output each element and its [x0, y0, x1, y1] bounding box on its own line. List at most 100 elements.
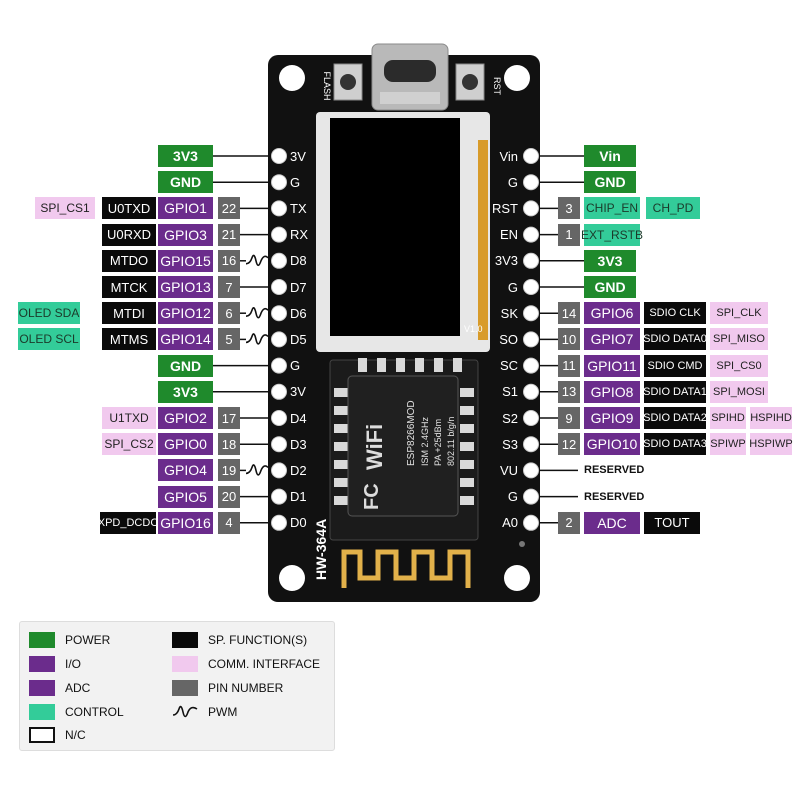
pin-pad-left-5: [271, 279, 287, 295]
pin-name-left-1: G: [290, 174, 301, 190]
right-power-1: GND: [584, 171, 636, 194]
legend-control-swatch: [29, 704, 55, 720]
pin-name-right-0: Vin: [499, 148, 518, 164]
pin-name-right-2: RST: [492, 200, 518, 216]
pin-name-left-13: D1: [290, 489, 307, 505]
pin-name-right-7: SO: [499, 331, 518, 347]
pin-pad-left-1: [271, 174, 287, 191]
pin-name-right-3: EN: [499, 227, 518, 243]
pin-name-left-14: D0: [290, 515, 307, 531]
pin-pad-left-13: [271, 488, 287, 505]
right-power-4: 3V3: [584, 249, 636, 272]
oled-screen: [330, 118, 460, 336]
left-gpio-4: GPIO15: [158, 249, 213, 272]
pin-name-right-4: 3V3: [494, 253, 518, 269]
pwm-icon: [172, 705, 198, 718]
right-pin-number-2: 3: [558, 197, 580, 220]
rst-button: [455, 63, 485, 101]
left-pin-number-5: 7: [218, 276, 240, 298]
legend-pinnum: PIN NUMBER: [172, 679, 283, 697]
left-pin-number-12: 19: [218, 459, 240, 482]
pwm-icon-left-4: [245, 254, 269, 267]
right-control2-2: CH_PD: [646, 197, 700, 220]
left-gpio-6: GPIO12: [158, 302, 213, 325]
right-pin-number-14: 2: [558, 511, 580, 534]
left-control-6: OLED SDA: [18, 302, 80, 325]
pin-name-left-4: D8: [290, 253, 307, 269]
left-gpio-2: GPIO1: [158, 197, 213, 220]
pin-pad-right-1: [523, 174, 539, 191]
left-comm-10: U1TXD: [102, 407, 156, 429]
pin-pad-right-11: [523, 436, 539, 453]
pin-pad-left-3: [271, 226, 287, 243]
right-comm-7: SPI_MISO: [710, 328, 768, 351]
left-power-9: 3V3: [158, 380, 213, 403]
right-comm-11: SPIWP: [710, 433, 746, 456]
left-sp-function-3: U0RXD: [102, 223, 156, 246]
module-line-4: 802.11 b/g/n: [446, 417, 456, 466]
legend-power: POWER: [29, 631, 110, 649]
right-comm-6: SPI_CLK: [710, 302, 768, 325]
pwm-icon-left-7: [245, 333, 269, 345]
left-comm-2: SPI_CS1: [35, 197, 95, 220]
right-gpio-9: GPIO8: [584, 380, 640, 403]
left-gpio-3: GPIO3: [158, 223, 213, 246]
legend-adc-swatch: [29, 680, 55, 696]
pin-pad-left-6: [271, 305, 287, 322]
legend-sp-label: SP. FUNCTION(S): [208, 633, 308, 647]
left-sp-function-4: MTDO: [102, 249, 156, 272]
pin-pad-left-2: [271, 200, 287, 217]
legend-nc-swatch: [29, 727, 55, 743]
pin-pad-right-14: [523, 514, 539, 531]
left-pin-number-13: 20: [218, 485, 240, 508]
pin-name-right-5: G: [507, 279, 518, 295]
left-gpio-13: GPIO5: [158, 485, 213, 508]
legend-io: I/O: [29, 655, 81, 673]
left-sp-function-5: MTCK: [102, 276, 156, 298]
pin-name-right-8: SC: [499, 358, 518, 374]
legend-control-label: CONTROL: [65, 705, 124, 719]
right-power-5: GND: [584, 276, 636, 298]
right-pin-number-8: 11: [558, 354, 580, 377]
legend-pinnum-swatch: [172, 680, 198, 696]
right-comm-8: SPI_CS0: [710, 354, 768, 377]
flash-label: FLASH: [322, 71, 332, 100]
legend-nc: N/C: [29, 726, 86, 744]
pin-name-right-1: G: [507, 174, 518, 190]
module-castellated-pads: [334, 358, 474, 505]
pin-name-left-0: 3V: [290, 148, 306, 164]
legend-comm: COMM. INTERFACE: [172, 655, 320, 673]
pin-name-left-3: RX: [290, 227, 309, 243]
pin-name-right-13: G: [507, 489, 518, 505]
legend-comm-swatch: [172, 656, 198, 672]
legend-power-swatch: [29, 632, 55, 648]
right-reserved-12: RESERVED: [584, 464, 645, 477]
pin-pad-left-7: [271, 331, 287, 348]
pin-pad-right-2: [523, 200, 539, 217]
legend-nc-label: N/C: [65, 728, 86, 742]
pin-pad-left-11: [271, 436, 287, 453]
left-gpio-12: GPIO4: [158, 459, 213, 482]
right-gpio-7: GPIO7: [584, 328, 640, 351]
pin-name-left-10: D4: [290, 410, 307, 426]
pin-pad-left-0: [271, 148, 287, 164]
legend-sp-swatch: [172, 632, 198, 648]
board-model: HW-364A: [313, 519, 329, 580]
right-sp-function-7: SDIO DATA0: [643, 328, 707, 351]
pin-pad-right-8: [523, 357, 539, 374]
right-pin-number-6: 14: [558, 302, 580, 325]
left-power-0: 3V3: [158, 145, 213, 167]
pin-pad-right-12: [523, 462, 539, 479]
module-line-3: PA +25dBm: [433, 419, 443, 466]
pin-pad-right-5: [523, 279, 539, 295]
mount-hole: [504, 65, 530, 91]
legend-comm-label: COMM. INTERFACE: [208, 657, 321, 671]
pcb-antenna: [341, 549, 471, 588]
pin-pad-left-9: [271, 383, 287, 400]
left-sp-function-14: XPD_DCDC: [98, 511, 158, 534]
right-power-0: Vin: [584, 145, 636, 167]
legend-pwm: PWM: [172, 703, 237, 721]
right-gpio-6: GPIO6: [584, 302, 640, 325]
left-power-1: GND: [158, 171, 213, 194]
